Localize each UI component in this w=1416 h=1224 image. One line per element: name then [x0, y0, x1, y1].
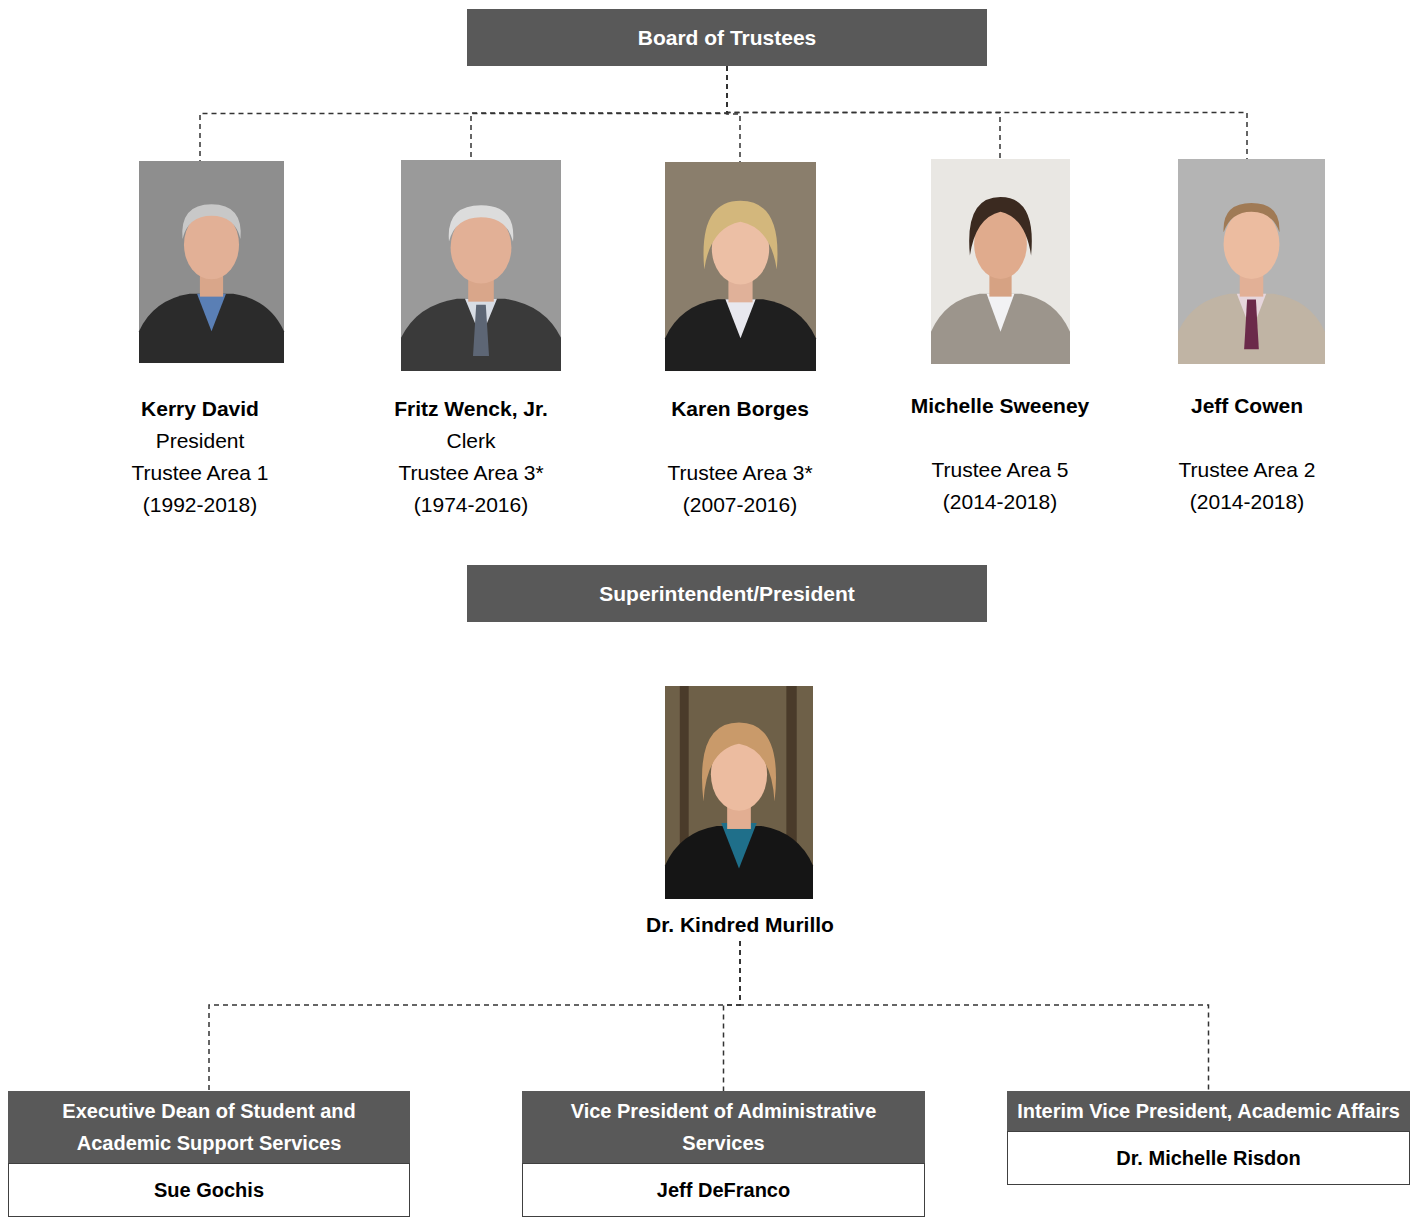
portrait-hair	[704, 201, 778, 270]
portrait-hair	[182, 204, 240, 239]
node-text: Clerk	[351, 425, 591, 457]
node-text: Sue Gochis	[8, 1163, 410, 1217]
org-connector	[471, 66, 727, 160]
node-text: (2014-2018)	[1127, 486, 1367, 518]
portrait-tie	[473, 305, 489, 356]
officer-box: Vice President of Administrative Service…	[522, 1091, 925, 1217]
portrait-tie	[1244, 300, 1259, 350]
node-text: Karen Borges	[620, 393, 860, 425]
portrait-body	[139, 294, 284, 363]
portrait-body	[401, 299, 561, 371]
portrait-hair	[449, 205, 514, 241]
portrait-shirt	[725, 299, 755, 338]
portrait-body	[931, 294, 1070, 364]
node-text: (2014-2018)	[880, 486, 1120, 518]
node-text: Vice President of Administrative Service…	[522, 1091, 925, 1163]
portrait-photo	[931, 159, 1070, 364]
title-band: Board of Trustees	[467, 9, 987, 66]
portrait-photo	[139, 161, 284, 363]
node-text: Trustee Area 3*	[620, 457, 860, 489]
photo-ground	[401, 160, 561, 371]
photo-ground	[1178, 159, 1325, 364]
portrait-scarf	[721, 823, 757, 869]
person-card: Fritz Wenck, Jr.ClerkTrustee Area 3*(197…	[351, 160, 591, 521]
title-band: Superintendent/President	[467, 565, 987, 622]
org-connector	[727, 66, 740, 162]
node-text: Kerry David	[80, 393, 320, 425]
portrait-body	[1178, 294, 1325, 364]
node-text: Fritz Wenck, Jr.	[351, 393, 591, 425]
person-card: Karen BorgesTrustee Area 3*(2007-2016)	[620, 162, 860, 521]
node-text: Trustee Area 5	[880, 454, 1120, 486]
org-connector	[740, 941, 1209, 1091]
node-text: Jeff DeFranco	[522, 1163, 925, 1217]
org-connector	[727, 66, 1247, 159]
node-text: Dr. Michelle Risdon	[1007, 1131, 1410, 1185]
node-text: President	[80, 425, 320, 457]
node-text: Trustee Area 3*	[351, 457, 591, 489]
node-text: Dr. Kindred Murillo	[590, 909, 890, 941]
node-text: (1992-2018)	[80, 489, 320, 521]
officer-box: Executive Dean of Student and Academic S…	[8, 1091, 410, 1217]
node-text: Jeff Cowen	[1127, 390, 1367, 422]
node-text: (2007-2016)	[620, 489, 860, 521]
person-card: Jeff CowenTrustee Area 2(2014-2018)	[1127, 159, 1367, 518]
photo-ground	[665, 162, 816, 371]
node-text: Executive Dean of Student and Academic S…	[8, 1091, 410, 1163]
node-text: Trustee Area 2	[1127, 454, 1367, 486]
org-connector	[200, 66, 727, 161]
node-text: Superintendent/President	[599, 582, 855, 606]
portrait-shirt	[987, 294, 1015, 332]
officer-box: Interim Vice President, Academic Affairs…	[1007, 1091, 1410, 1185]
portrait-photo	[401, 160, 561, 371]
person-card: Michelle SweeneyTrustee Area 5(2014-2018…	[880, 159, 1120, 518]
org-connector	[209, 941, 740, 1091]
portrait-shirt	[197, 294, 226, 332]
node-text: Trustee Area 1	[80, 457, 320, 489]
portrait-head	[1224, 209, 1280, 279]
portrait-photo	[665, 162, 816, 371]
portrait-hair	[969, 197, 1032, 256]
node-text: Interim Vice President, Academic Affairs	[1007, 1091, 1410, 1131]
person-card: Dr. Kindred Murillo	[590, 686, 890, 941]
person-card: Kerry DavidPresidentTrustee Area 1(1992-…	[80, 161, 320, 521]
photo-ground	[139, 161, 284, 363]
portrait-photo	[1178, 159, 1325, 364]
portrait-hair	[702, 723, 776, 802]
node-text: Board of Trustees	[638, 26, 817, 50]
node-text: (1974-2016)	[351, 489, 591, 521]
photo-ground	[665, 686, 813, 899]
node-text: Michelle Sweeney	[880, 390, 1120, 422]
portrait-body	[665, 299, 816, 371]
photo-ground	[931, 159, 1070, 364]
org-connector	[724, 941, 741, 1091]
portrait-photo	[665, 686, 813, 899]
portrait-hair	[1224, 203, 1280, 232]
